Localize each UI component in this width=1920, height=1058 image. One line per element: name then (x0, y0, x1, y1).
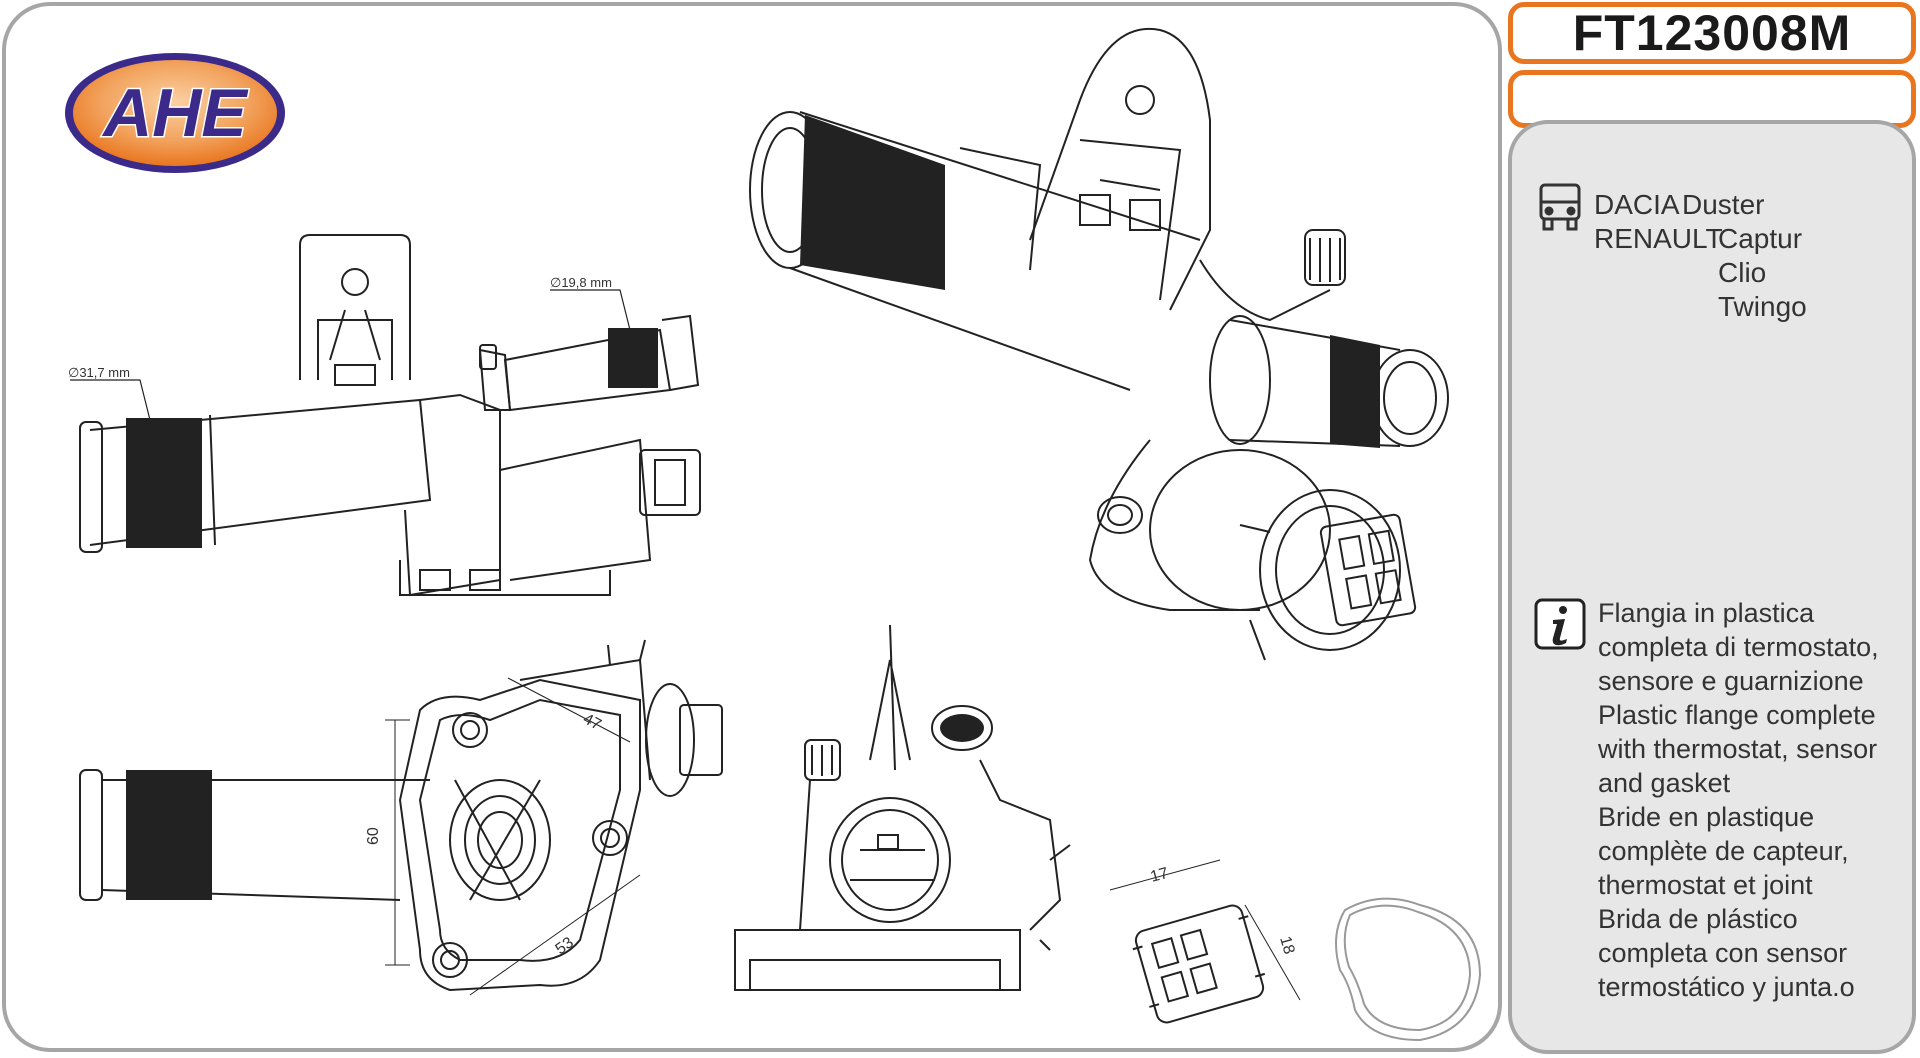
technical-drawing: ∅31,7 mm ∅19,8 mm (68, 27, 1482, 1042)
description-fr: Bride en plastique complète de capteur, … (1598, 802, 1849, 900)
front-view-drawing (734, 624, 1071, 991)
car-front-icon (1539, 183, 1581, 231)
connector-detail-drawing: 17 18 (1109, 859, 1301, 1024)
vehicle-model: Duster (1682, 189, 1765, 220)
description-es: Brida de plástico completa con sensor te… (1598, 904, 1855, 1002)
hose-ribs-perspective (800, 115, 945, 290)
connector-height-dimension: 18 (1276, 934, 1297, 956)
product-subcode-box (1508, 70, 1916, 128)
vehicle-model: Captur (1718, 223, 1803, 254)
vehicle-brand: RENAULT (1594, 223, 1723, 254)
info-icon (1534, 598, 1586, 650)
hose-ribs-left (126, 418, 202, 548)
vehicle-model: Clio (1718, 257, 1767, 288)
bolt-spacing-diagonal: 47 (580, 711, 604, 734)
hose-ribs-right (608, 328, 658, 388)
outlet-diameter-label: ∅19,8 mm (550, 275, 612, 290)
description-en: Plastic flange complete with thermostat,… (1598, 700, 1878, 798)
height-dimension: 60 (365, 827, 382, 845)
logo-text: AHE (101, 75, 249, 151)
product-descriptions: Flangia in plastica completa di termosta… (1598, 596, 1910, 1004)
info-panel (1508, 120, 1916, 1054)
side-view-drawing: ∅31,7 mm ∅19,8 mm (68, 234, 701, 597)
flange-view-drawing: 60 47 53 (79, 639, 723, 996)
connector-width-dimension: 17 (1149, 865, 1171, 886)
gasket-drawing (1335, 897, 1482, 1042)
ahe-logo: AHE (65, 53, 285, 173)
product-code: FT123008M (1572, 5, 1852, 61)
perspective-drawing (749, 27, 1449, 661)
description-it: Flangia in plastica completa di termosta… (1598, 598, 1879, 696)
vehicle-model: Twingo (1718, 291, 1807, 322)
product-code-box: FT123008M (1508, 2, 1916, 64)
bolt-spacing-bottom: 53 (553, 934, 577, 958)
vehicle-brand: DACIA (1594, 189, 1680, 220)
inlet-diameter-label: ∅31,7 mm (68, 365, 130, 380)
